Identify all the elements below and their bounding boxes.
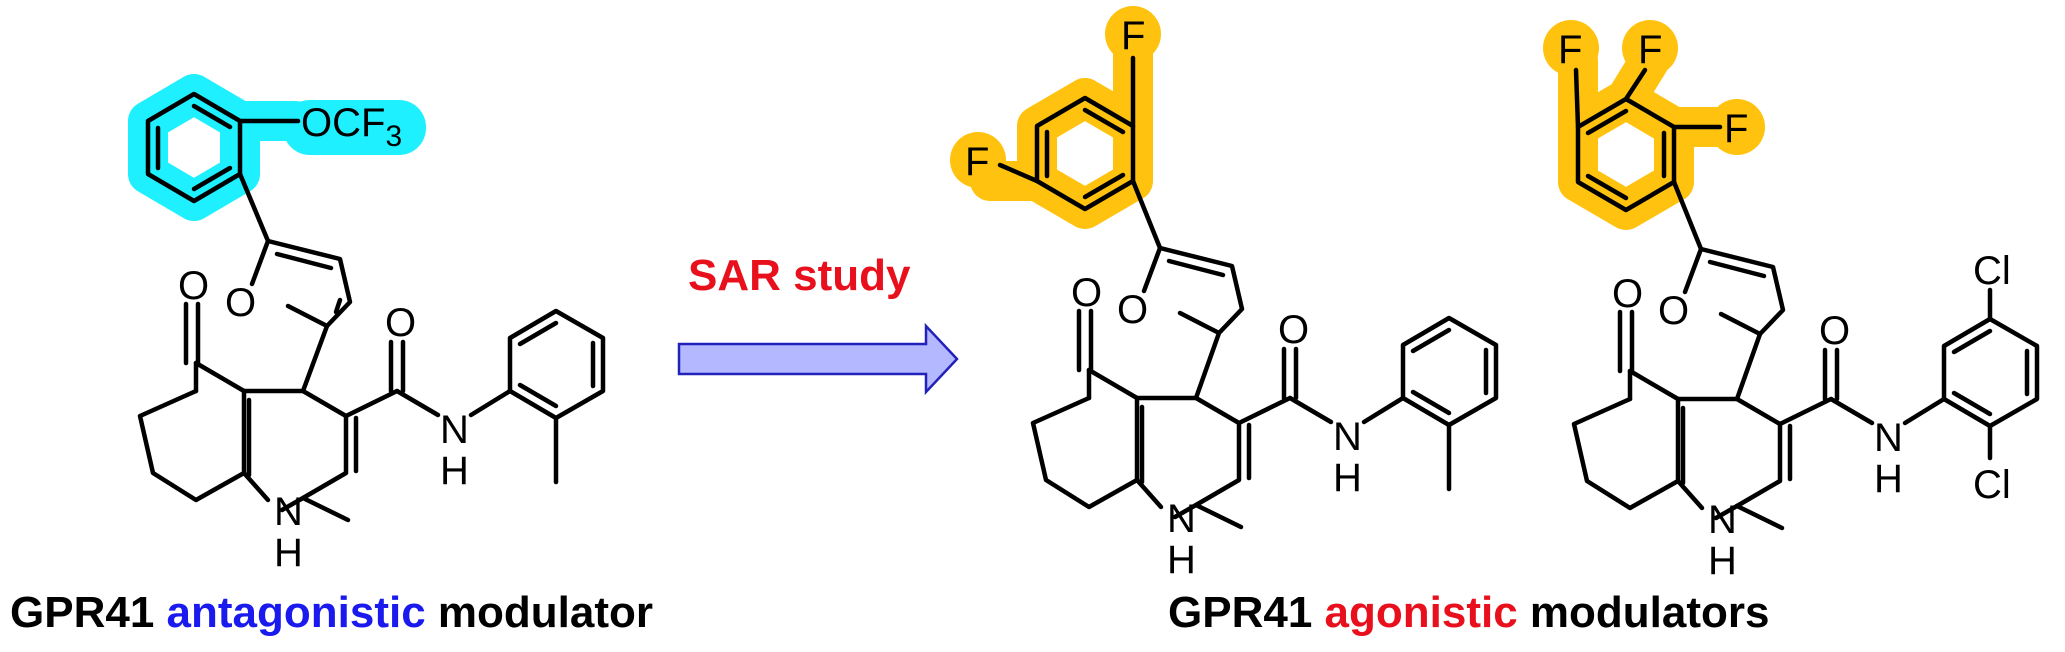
difluorophenyl-ring — [997, 55, 1163, 251]
amide-group — [1777, 347, 1947, 427]
aryl-ring — [145, 91, 301, 204]
agonist-molecule-difluoro: F F O O N H — [950, 6, 1499, 582]
agonist-caption: GPR41 agonistic modulators — [1168, 588, 1769, 637]
tolyl-ring — [507, 308, 606, 485]
ocf3-label: OCF3 — [301, 101, 402, 153]
amide-hydrogen: H — [440, 449, 469, 493]
furan-ring — [249, 238, 353, 329]
fluorine-atom: F — [1638, 28, 1662, 72]
amide-hydrogen: H — [1874, 457, 1903, 501]
hexahydroquinoline-core — [137, 301, 359, 523]
amide-oxygen: O — [1278, 308, 1309, 352]
amide-oxygen: O — [1819, 309, 1850, 353]
amide-group — [343, 339, 513, 419]
sar-arrow: SAR study — [677, 251, 959, 396]
amide-hydrogen: H — [1333, 456, 1362, 500]
fluorine-atom: F — [965, 140, 989, 184]
nh-hydrogen: H — [1167, 538, 1196, 582]
amide-nitrogen: N — [1333, 415, 1362, 459]
ring-nitrogen: N — [1167, 497, 1196, 541]
ketone-oxygen: O — [1071, 271, 1102, 315]
amide-nitrogen: N — [1874, 416, 1903, 460]
arrow-label: SAR study — [688, 251, 911, 300]
fluorine-atom: F — [1724, 107, 1748, 151]
amide-oxygen: O — [385, 301, 416, 345]
amide-group — [1236, 346, 1406, 426]
ring-nitrogen: N — [274, 490, 303, 534]
furan-ring — [1682, 246, 1786, 337]
chlorine-atom: Cl — [1973, 249, 2011, 293]
furan-ring — [1141, 245, 1245, 336]
agonist-molecule-trifluoro: F F F O O N H — [1543, 20, 2040, 583]
dichlorophenyl-ring — [1941, 287, 2040, 461]
tolyl-ring — [1400, 315, 1499, 492]
amide-nitrogen: N — [440, 408, 469, 452]
hexahydroquinoline-core — [1030, 308, 1252, 530]
ring-nitrogen: N — [1708, 498, 1737, 542]
trifluorophenyl-ring — [1573, 67, 1723, 252]
antagonist-molecule: OCF3 O O N H — [128, 74, 606, 575]
nh-hydrogen: H — [1708, 539, 1737, 583]
furan-oxygen: O — [225, 281, 256, 325]
ketone-oxygen: O — [1612, 272, 1643, 316]
fluorine-atom: F — [1558, 28, 1582, 72]
fluorine-atom: F — [1121, 14, 1145, 58]
hexahydroquinoline-core — [1571, 309, 1793, 531]
ketone-oxygen: O — [178, 264, 209, 308]
antagonist-caption: GPR41 antagonistic modulator — [10, 588, 653, 637]
furan-oxygen: O — [1117, 288, 1148, 332]
nh-hydrogen: H — [274, 531, 303, 575]
furan-oxygen: O — [1658, 289, 1689, 333]
chlorine-atom: Cl — [1973, 463, 2011, 507]
